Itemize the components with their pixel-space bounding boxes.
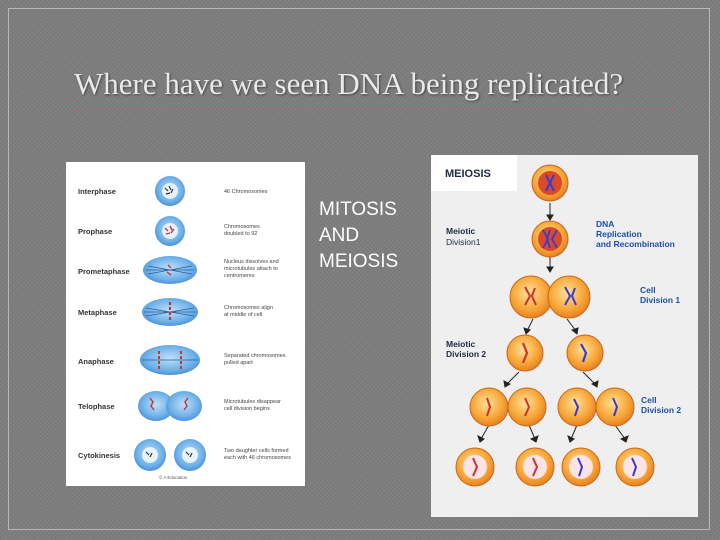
division2-daughter bbox=[507, 387, 547, 427]
phase-row-cytokinesis: Cytokinesis Two daughter cells formed ea… bbox=[78, 439, 291, 480]
body-line: MITOSIS bbox=[319, 199, 397, 220]
division1-cell bbox=[509, 275, 553, 319]
phase-note: microtubules attach to bbox=[224, 266, 278, 272]
phase-row-prometaphase: Prometaphase Nucleus dissolves and micro… bbox=[78, 256, 279, 284]
meiosis-header: MEIOSIS bbox=[445, 168, 491, 180]
body-line: AND bbox=[319, 225, 360, 246]
mitosis-figure: Interphase 46 Chromosomes Prophase Chrom… bbox=[66, 162, 305, 486]
phase-row-telophase: Telophase Microtubules disappear cell di… bbox=[78, 391, 281, 421]
phase-note: Chromosomes align bbox=[224, 305, 273, 311]
phase-label: Metaphase bbox=[78, 308, 117, 317]
phase-note: at middle of cell bbox=[224, 312, 262, 318]
meiosis-header-box bbox=[431, 155, 517, 191]
cell-division-2-label: Division 2 bbox=[641, 405, 681, 415]
phase-note: Chromosomes bbox=[224, 224, 260, 230]
body-text: MITOSIS AND MEIOSIS bbox=[319, 197, 429, 275]
phase-label: Prometaphase bbox=[78, 267, 130, 276]
phase-label: Anaphase bbox=[78, 357, 114, 366]
slide-frame bbox=[8, 8, 710, 530]
body-line: MEIOSIS bbox=[319, 251, 399, 272]
cell-division-2-label: Cell bbox=[641, 395, 657, 405]
phase-note: Microtubules disappear bbox=[224, 399, 281, 405]
meiotic-division-1-label: Division1 bbox=[446, 237, 481, 247]
meiotic-division-2-label: Meiotic bbox=[446, 339, 476, 349]
cell-division-1-label: Cell bbox=[640, 285, 656, 295]
phase-label: Cytokinesis bbox=[78, 451, 120, 460]
phase-label: Prophase bbox=[78, 227, 112, 236]
meiosis-diagram: MEIOSIS bbox=[431, 155, 681, 487]
phase-note: 46 Chromosomes bbox=[224, 189, 268, 195]
phase-note: cell division begins bbox=[224, 406, 270, 412]
slide-title: Where have we seen DNA being replicated? bbox=[74, 66, 624, 101]
phase-row-interphase: Interphase 46 Chromosomes bbox=[78, 176, 268, 206]
phase-note: each with 46 chromosomes bbox=[224, 455, 291, 461]
phase-note: doubled to 92 bbox=[224, 231, 257, 237]
division2-cell bbox=[506, 334, 544, 372]
cell-icon bbox=[166, 391, 202, 421]
phase-label: Interphase bbox=[78, 187, 116, 196]
dna-replication-label: and Recombination bbox=[596, 239, 675, 249]
figure-credit: © A Education bbox=[159, 474, 188, 480]
phase-note: Nucleus dissolves and bbox=[224, 259, 279, 265]
phase-row-prophase: Prophase Chromosomes doubled to 92 bbox=[78, 216, 260, 246]
mitosis-diagram: Interphase 46 Chromosomes Prophase Chrom… bbox=[78, 176, 291, 480]
phase-row-anaphase: Anaphase Separated chromosomes pulled ap… bbox=[78, 345, 286, 375]
cell-icon bbox=[138, 391, 174, 421]
phase-row-metaphase: Metaphase Chromosomes align at middle of… bbox=[78, 298, 273, 326]
phase-note: centromeres bbox=[224, 273, 255, 279]
dna-replication-label: DNA bbox=[596, 219, 614, 229]
title-underline bbox=[72, 111, 676, 112]
phase-note: Two daughter cells formed bbox=[224, 448, 289, 454]
flow-arrows bbox=[477, 203, 629, 443]
meiosis-figure: MEIOSIS bbox=[431, 155, 698, 517]
meiotic-division-1-label: Meiotic bbox=[446, 226, 476, 236]
dna-replication-label: Replication bbox=[596, 229, 642, 239]
meiotic-division-2-label: Division 2 bbox=[446, 349, 486, 359]
phase-note: pulled apart bbox=[224, 360, 253, 366]
phase-note: Separated chromosomes bbox=[224, 353, 286, 359]
division2-daughter bbox=[595, 387, 635, 427]
phase-label: Telophase bbox=[78, 402, 115, 411]
cell-division-1-label: Division 1 bbox=[640, 295, 680, 305]
